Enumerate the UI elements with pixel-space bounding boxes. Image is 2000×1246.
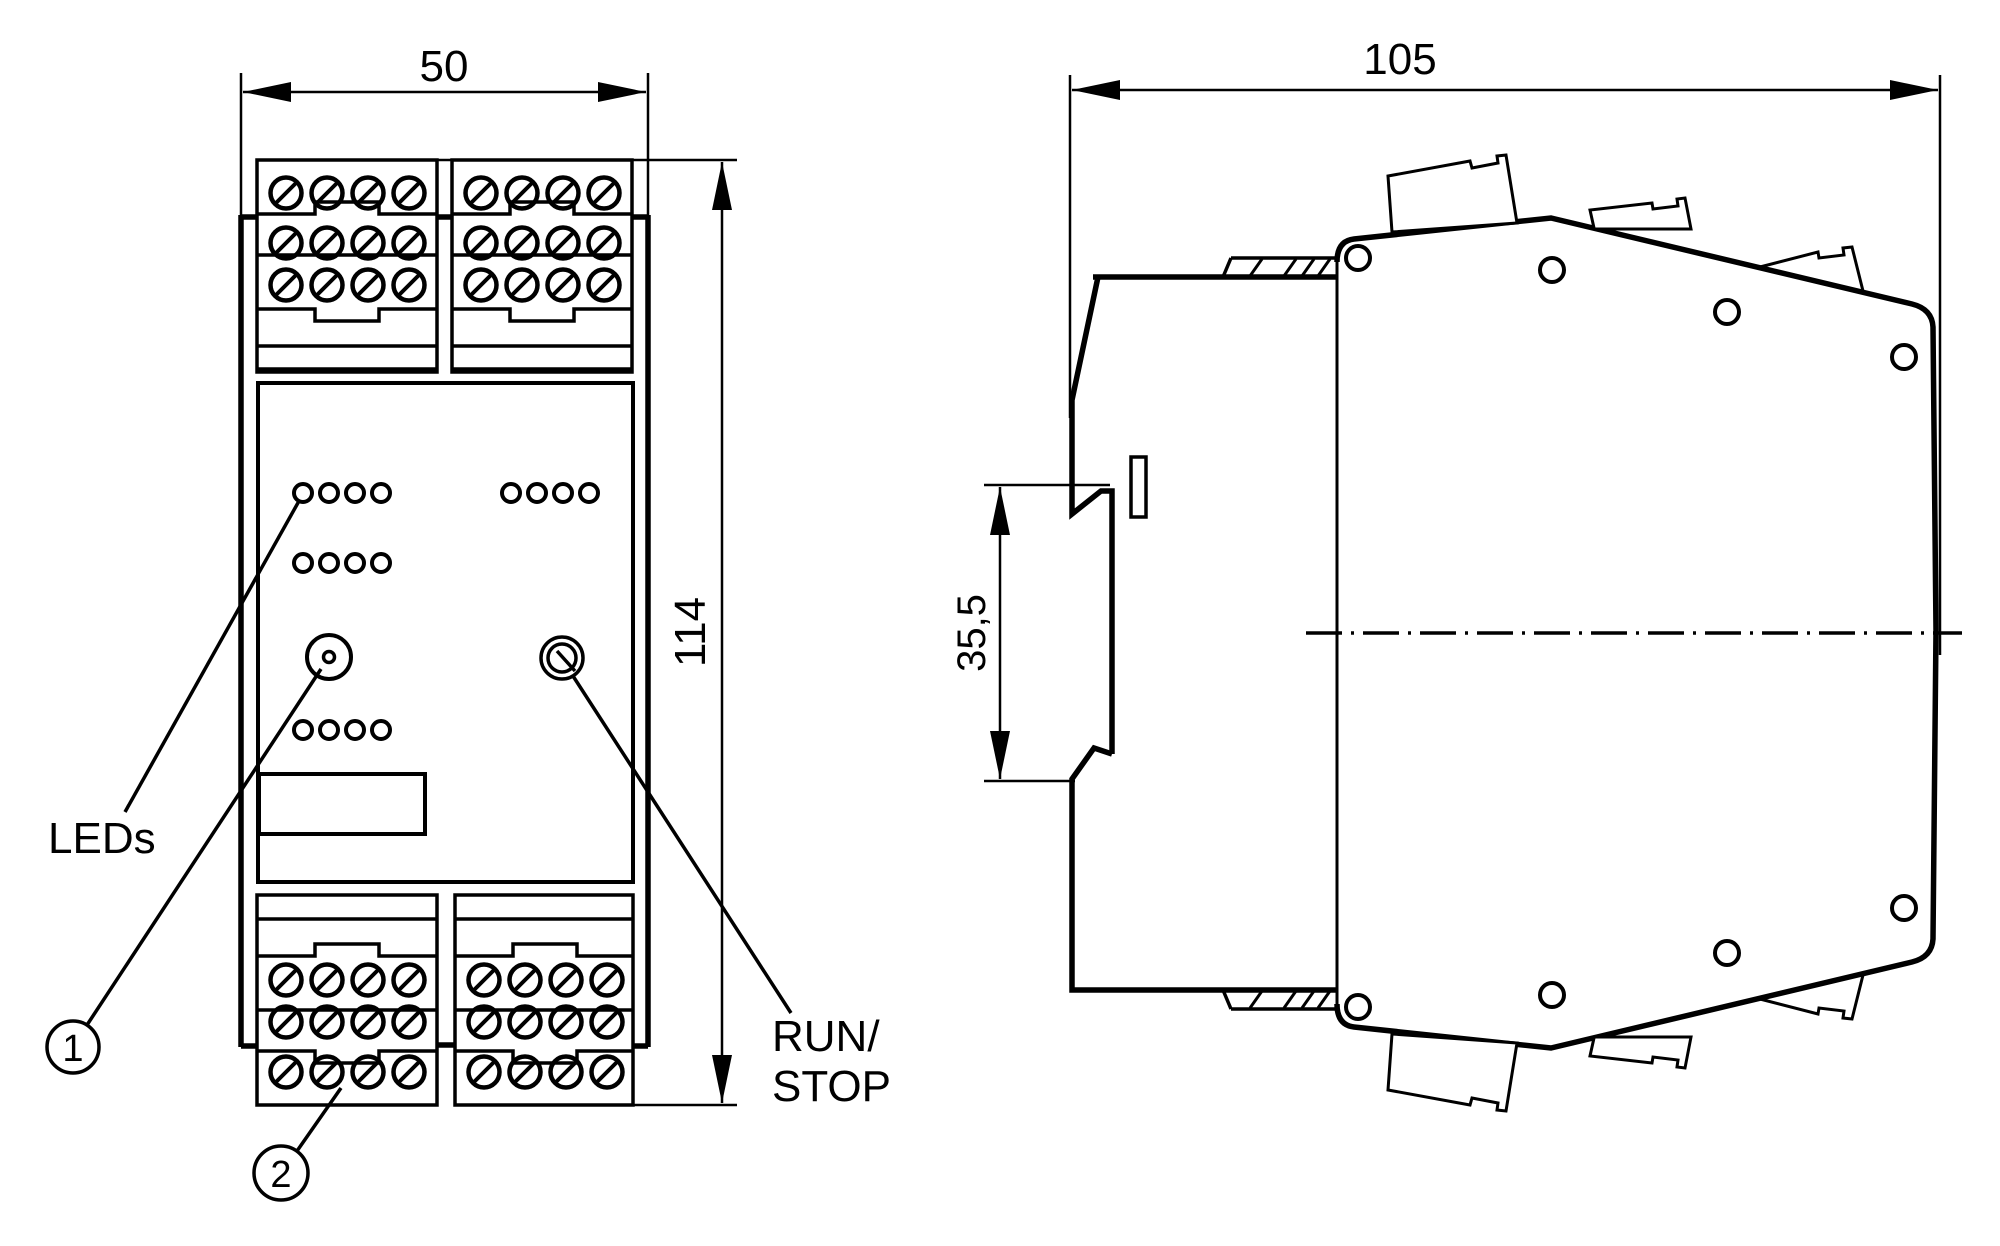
connector-notch	[257, 1049, 437, 1065]
dim-rail-35-5: 35,5	[950, 483, 1110, 783]
plug-connector-bottom	[1221, 989, 1337, 1011]
arrowhead-icon	[990, 731, 1010, 779]
leds-label: LEDs	[48, 814, 156, 863]
hatch-line	[1316, 990, 1332, 1009]
side-view: 105	[950, 35, 1962, 1113]
arrowhead-icon	[243, 82, 291, 102]
terminal-block-top-right	[450, 158, 634, 374]
callout-run-stop: RUN/ STOP	[571, 675, 891, 1111]
marker-circle	[252, 1144, 310, 1202]
dim-height-label: 114	[666, 597, 715, 667]
plug-edge	[1221, 257, 1233, 278]
dim-height-114: 114	[437, 158, 737, 1107]
din-rail-tab	[1129, 455, 1148, 519]
hatch-line	[1316, 258, 1332, 277]
hatch-line	[1300, 258, 1316, 277]
terminal-block-bottom-right	[453, 893, 635, 1107]
dim-depth-105: 105	[1068, 35, 1942, 655]
front-view: 50 114	[45, 42, 891, 1202]
dim-width-label: 50	[420, 42, 469, 91]
connector-notch	[452, 200, 632, 216]
connector-box	[1755, 245, 1865, 292]
marker-1-label: 1	[62, 1028, 83, 1070]
leader-line	[295, 1086, 343, 1153]
hatch-line	[1248, 990, 1264, 1009]
arrowhead-icon	[990, 487, 1010, 535]
connector-notch	[257, 942, 437, 958]
plug-edge	[1221, 989, 1233, 1010]
arrowhead-icon	[712, 162, 732, 210]
front-panel	[256, 381, 635, 884]
hatch-line	[1282, 258, 1298, 277]
connector-notch	[452, 307, 632, 323]
dim-width-50: 50	[239, 42, 650, 215]
plug-connector-top	[1221, 256, 1337, 278]
run-stop-switch-icon[interactable]	[539, 635, 585, 681]
hatch-line	[1282, 990, 1298, 1009]
arrowhead-icon	[1072, 80, 1120, 100]
terminal-block-bottom-left	[255, 893, 439, 1107]
dim-rail-label: 35,5	[950, 594, 994, 672]
connector-box	[1386, 1032, 1519, 1113]
hatch-line	[1248, 258, 1264, 277]
din-clamp-lower	[1069, 744, 1337, 993]
potentiometer-icon[interactable]	[305, 633, 353, 681]
din-rail-profile	[1069, 274, 1337, 993]
run-stop-label-line1: RUN/	[772, 1012, 880, 1061]
connector-notch	[257, 200, 437, 216]
marker-2-label: 2	[270, 1154, 291, 1196]
connector-box	[1588, 1035, 1693, 1070]
arrowhead-icon	[712, 1055, 732, 1103]
connector-boxes	[1386, 153, 1865, 1113]
connector-box	[1386, 153, 1519, 234]
arrowhead-icon	[598, 82, 646, 102]
din-clamp-upper	[1069, 276, 1115, 754]
module-case	[238, 214, 651, 1049]
leader-line	[123, 500, 301, 813]
marker-circle	[45, 1019, 101, 1075]
connector-notch	[257, 307, 437, 323]
connector-notch	[455, 1049, 633, 1065]
dim-depth-label: 105	[1363, 35, 1436, 84]
hatch-line	[1300, 990, 1316, 1009]
callout-leds: LEDs	[48, 500, 301, 863]
leader-line	[571, 675, 793, 1014]
arrowhead-icon	[1890, 80, 1938, 100]
callout-marker-1: 1	[45, 668, 323, 1075]
connector-box	[1755, 974, 1865, 1021]
callout-marker-2: 2	[252, 1086, 343, 1202]
terminal-block-top-left	[255, 158, 439, 374]
label-plate	[257, 772, 427, 836]
leader-line	[85, 668, 323, 1026]
run-stop-label-line2: STOP	[772, 1062, 891, 1111]
connector-notch	[455, 942, 633, 958]
connector-box	[1588, 196, 1693, 231]
